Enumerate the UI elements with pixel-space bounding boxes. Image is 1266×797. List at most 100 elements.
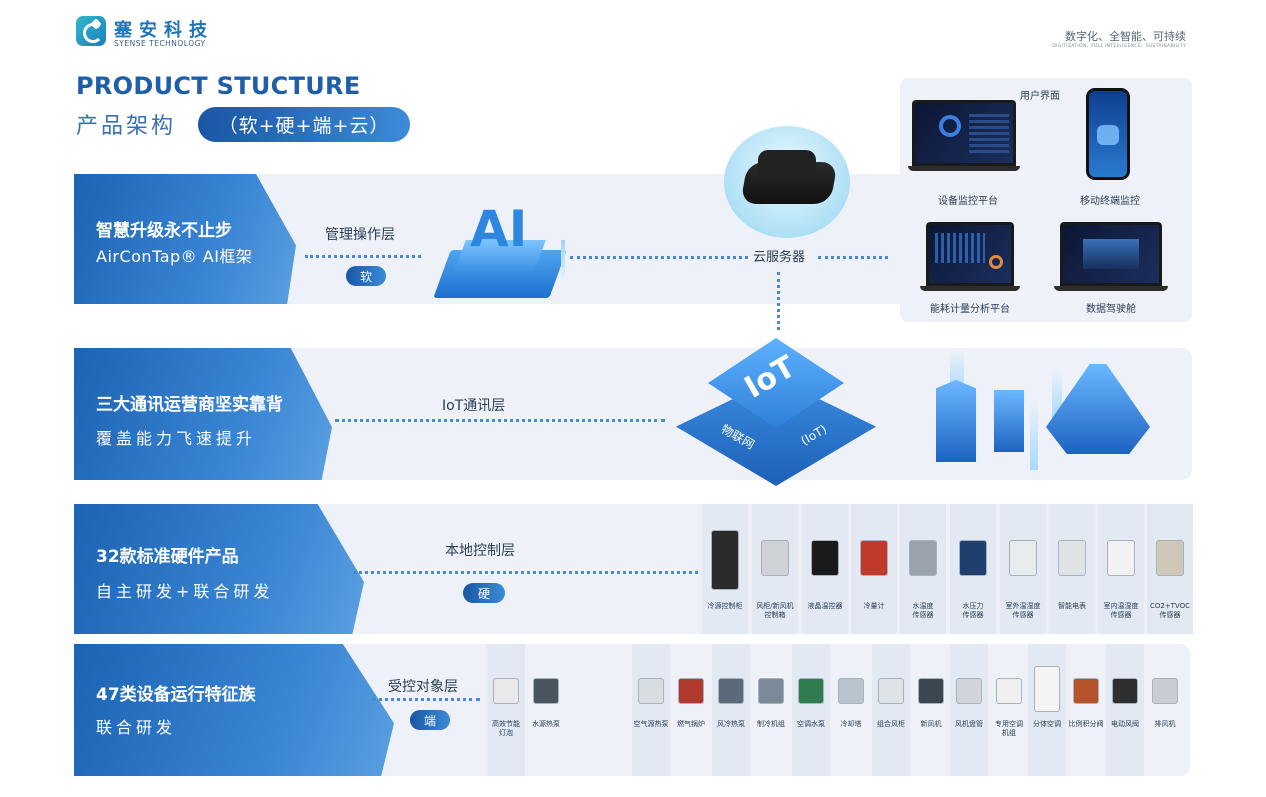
device-image xyxy=(878,678,904,704)
device-label: 风冷热泵 xyxy=(717,720,745,728)
layer-tab-iot xyxy=(74,348,332,480)
hardware-product-label: 智能电表 xyxy=(1058,602,1086,610)
layer-3-tag: 硬 xyxy=(463,583,505,603)
brand-name: 塞安科技 xyxy=(114,20,214,41)
device-label: 制冷机组 xyxy=(757,720,785,728)
layer-2-sub: 覆盖能力飞速提升 xyxy=(96,429,257,448)
layer-3-main: 32款标准硬件产品 xyxy=(96,547,239,567)
hardware-product-image xyxy=(1156,540,1184,576)
device-image xyxy=(918,678,944,704)
hardware-product-label: 冷源控制柜 xyxy=(707,602,743,610)
connector-layer-2 xyxy=(335,419,665,422)
laptop-base xyxy=(920,286,1020,291)
layer-4-sub: 联合研发 xyxy=(96,718,177,737)
device-column xyxy=(712,644,750,776)
ui-caption-monitor: 设备监控平台 xyxy=(938,196,998,207)
device-image xyxy=(1152,678,1178,704)
slogan: 数字化、全智能、可持续 xyxy=(1065,30,1186,43)
layer-4-name: 受控对象层 xyxy=(388,679,458,695)
hardware-product-label: 水温度 传感器 xyxy=(912,602,934,619)
slogan-en: DIGITIZATION、FULL INTELLIGENCE、SUSTAINAB… xyxy=(1052,44,1186,49)
device-image xyxy=(996,678,1022,704)
device-image xyxy=(1112,678,1138,704)
device-column xyxy=(872,644,910,776)
device-label: 冷却塔 xyxy=(840,720,862,728)
building-tall-icon xyxy=(936,380,976,462)
device-image xyxy=(678,678,704,704)
device-label: 空调水泵 xyxy=(797,720,825,728)
hardware-product-label: 冷量计 xyxy=(863,602,885,610)
device-label: 电动风阀 xyxy=(1111,720,1139,728)
device-label: 比例积分阀 xyxy=(1068,720,1104,728)
hardware-product-image xyxy=(711,530,739,590)
structure-pill: （软+硬+端+云） xyxy=(198,107,410,142)
layer-1-sub: AirConTap® AI框架 xyxy=(96,247,253,266)
device-image xyxy=(493,678,519,704)
laptop-cockpit-image xyxy=(1060,222,1162,286)
device-image xyxy=(758,678,784,704)
laptop-energy-image xyxy=(926,222,1014,286)
building-glow xyxy=(1052,370,1062,420)
device-label: 专用空调 机组 xyxy=(995,720,1023,737)
hardware-product-label: 风柜/新风机 控制箱 xyxy=(756,602,794,619)
device-image xyxy=(956,678,982,704)
layer-2-name: IoT通讯层 xyxy=(442,398,506,414)
device-label: 风机盘管 xyxy=(955,720,983,728)
cloud-server-label: 云服务器 xyxy=(753,250,806,265)
layer-tab-devices xyxy=(74,644,394,776)
device-label: 空气源热泵 xyxy=(633,720,669,728)
layer-4-main: 47类设备运行特征族 xyxy=(96,685,256,705)
layer-4-tag: 端 xyxy=(410,710,450,730)
device-column xyxy=(950,644,988,776)
brand-logo-icon xyxy=(76,16,106,46)
device-label: 排风机 xyxy=(1154,720,1176,728)
hardware-product-image xyxy=(761,540,789,576)
hardware-product-image xyxy=(1107,540,1135,576)
ui-caption-cockpit: 数据驾驶舱 xyxy=(1086,304,1136,315)
hardware-product-label: 室内温湿度 传感器 xyxy=(1103,602,1139,619)
hardware-product-image xyxy=(909,540,937,576)
layer-1-main: 智慧升级永不止步 xyxy=(96,221,232,241)
hardware-product-label: CO2+TVOC 传感器 xyxy=(1149,602,1191,619)
mobile-phone-image xyxy=(1086,88,1130,180)
device-label: 新风机 xyxy=(920,720,942,728)
device-column xyxy=(1106,644,1144,776)
hardware-product-label: 液晶温控器 xyxy=(807,602,843,610)
layer-1-tag: 软 xyxy=(346,266,386,286)
device-image xyxy=(638,678,664,704)
device-image xyxy=(1034,666,1060,712)
laptop-base xyxy=(908,166,1020,171)
device-column xyxy=(792,644,830,776)
device-label: 分体空调 xyxy=(1033,720,1061,728)
connector-layer-3 xyxy=(354,571,698,574)
ui-caption-mobile: 移动终端监控 xyxy=(1080,196,1140,207)
ui-caption-energy: 能耗计量分析平台 xyxy=(930,304,1010,315)
hardware-product-label: 水压力 传感器 xyxy=(962,602,984,619)
connector-cloud-ui xyxy=(818,256,888,259)
user-interface-title: 用户界面 xyxy=(1020,91,1060,102)
device-column xyxy=(632,644,670,776)
ai-glow-bar xyxy=(561,240,565,282)
device-column xyxy=(487,644,525,776)
layer-3-name: 本地控制层 xyxy=(445,543,515,559)
hardware-product-label: 室外温湿度 传感器 xyxy=(1005,602,1041,619)
connector-cloud-iot xyxy=(777,272,780,330)
building-small-icon xyxy=(994,390,1024,452)
connector-ai-cloud xyxy=(570,256,748,259)
layer-tab-software xyxy=(74,174,296,304)
device-image xyxy=(798,678,824,704)
device-image xyxy=(533,678,559,704)
device-label: 水源热泵 xyxy=(532,720,560,728)
device-label: 组合风柜 xyxy=(877,720,905,728)
brand-name-en: SYENSE TECHNOLOGY xyxy=(114,39,206,48)
connector-layer-4 xyxy=(372,698,480,701)
laptop-monitor-image xyxy=(912,100,1016,166)
page-subtitle: 产品架构 xyxy=(76,114,177,139)
building-glow xyxy=(1030,400,1038,470)
device-image xyxy=(838,678,864,704)
hardware-product-image xyxy=(811,540,839,576)
cloud-server-device-top xyxy=(758,150,816,180)
device-image xyxy=(718,678,744,704)
ai-block-icon: AI xyxy=(470,200,528,258)
connector-layer-1 xyxy=(305,255,421,258)
